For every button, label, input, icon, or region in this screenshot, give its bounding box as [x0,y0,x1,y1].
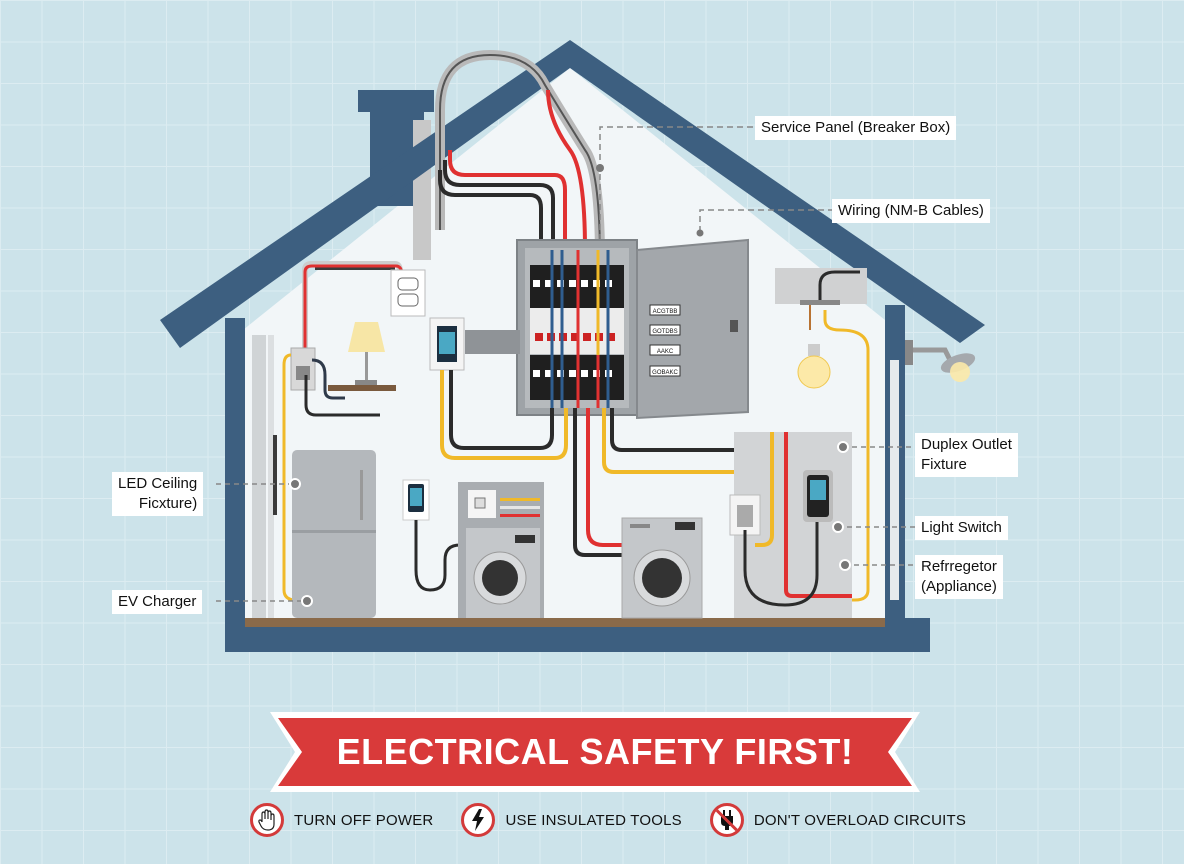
floor [245,618,885,627]
refrigerator [292,450,376,618]
tip-label: TURN OFF POWER [294,811,434,829]
duplex-outlet [390,269,426,317]
callout-text: Service Panel (Breaker Box) [761,119,951,136]
tip-turn-off-power: TURN OFF POWER [250,803,433,837]
callout-text: Wiring (NM-B Cables) [838,202,984,219]
safety-banner: ELECTRICAL SAFETY FIRST! [270,708,920,796]
washer-right [621,517,703,619]
callout-text: EV Charger [118,593,197,610]
callout-line: Duplex Outlet [921,436,1012,453]
callout-line: Fixture [921,456,967,473]
left-wall [225,318,245,643]
tip-insulated-tools: USE INSULATED TOOLS [461,803,682,837]
breaker-panel: ACGTBB GOTDBS AAKC GOBAKC [516,238,749,420]
callout-service-panel: Service Panel (Breaker Box) [755,116,957,140]
wall-switch [290,347,316,391]
svg-text:AAKC: AAKC [657,349,674,355]
callout-line: Ficxture) [138,495,198,512]
callout-wiring: Wiring (NM-B Cables) [832,199,990,223]
safety-tips: TURN OFF POWER USE INSULATED TOOLS DON'T… [250,803,994,837]
callout-line: (Appliance) [921,578,997,595]
svg-text:GOTDBS: GOTDBS [652,329,677,335]
washer-left [458,482,544,618]
lightning-bolt-icon [461,803,496,837]
svg-text:ACGTBB: ACGTBB [653,309,678,315]
stop-hand-icon [250,803,284,837]
tip-label: USE INSULATED TOOLS [505,811,682,829]
tip-label: DON'T OVERLOAD CIRCUITS [753,811,967,829]
callout-refrigerator: Refrregetor (Appliance) [915,555,1003,599]
callout-light-switch: Light Switch [915,516,1008,540]
no-plug-icon [709,803,744,837]
callout-text: Light Switch [921,519,1002,536]
banner-title: ELECTRICAL SAFETY FIRST! [336,731,854,772]
svg-text:GOBAKC: GOBAKC [652,370,678,376]
callout-line: Refrregetor [921,558,997,575]
banner-ribbon [270,712,920,792]
callout-ev-charger: EV Charger [112,590,203,614]
callout-line: LED Ceiling [118,475,198,492]
tip-overload-circuits: DON'T OVERLOAD CIRCUITS [709,803,967,837]
